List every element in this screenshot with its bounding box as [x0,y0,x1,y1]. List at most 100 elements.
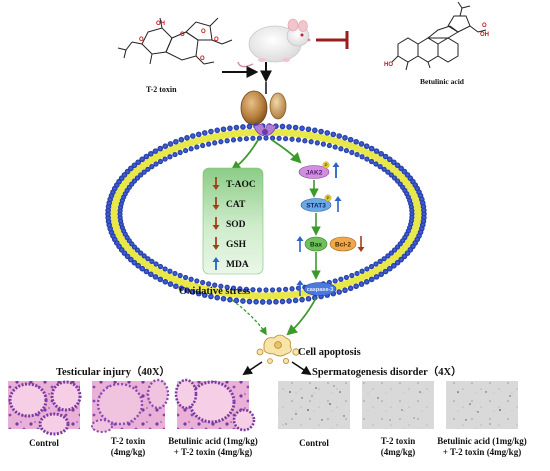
svg-text:OH: OH [480,32,489,38]
membrane-outer-bead [233,124,240,131]
membrane-outer-bead [421,207,427,214]
membrane-outer-bead [143,268,150,275]
membrane-inner-bead [364,266,370,272]
membrane-inner-bead [332,144,338,150]
arrow-caspase-apoptosis [286,297,317,336]
membrane-inner-bead [409,207,415,214]
membrane-inner-bead [167,154,173,160]
membrane-inner-bead [188,276,194,282]
membrane-inner-bead [162,156,168,162]
membrane-outer-bead [152,148,159,154]
membrane-inner-bead [149,164,155,170]
membrane-outer-bead [318,128,324,135]
membrane-outer-bead [246,298,253,305]
membrane-outer-bead [363,279,370,285]
membrane-outer-bead [195,131,202,138]
membrane-outer-bead [162,143,169,149]
membrane-inner-bead [289,286,295,292]
membrane-inner-bead [359,268,365,274]
membrane-outer-bead [178,136,185,143]
membrane-inner-bead [145,166,151,172]
sperm-panel-control [278,381,350,429]
membrane-outer-bead [157,145,164,152]
membrane-outer-bead [184,287,190,294]
oxidative-marker-label: CAT [226,200,246,210]
membrane-inner-bead [308,139,314,145]
caption-he-control: Control [29,438,59,448]
membrane-inner-bead [145,256,151,262]
caption-sperm-t2-line1: T-2 toxin [381,436,415,446]
membrane-inner-bead [157,158,164,165]
membrane-inner-bead [332,278,338,284]
membrane-outer-bead [358,141,365,147]
membrane-inner-bead [224,284,230,290]
membrane-inner-bead [224,138,230,144]
membrane-inner-bead [368,263,375,270]
arrow-to-jak2 [271,139,302,164]
apoptotic-cell-icon [256,334,300,364]
membrane-inner-bead [276,135,282,141]
membrane-inner-bead [194,144,200,150]
membrane-outer-bead [312,127,318,134]
oxidative-stress-label: Oxidative stress [179,286,250,297]
membrane-inner-bead [368,158,375,165]
membrane-outer-bead [378,271,384,278]
membrane-outer-bead [358,281,365,287]
membrane-outer-bead [292,297,299,304]
membrane-outer-bead [368,276,375,283]
membrane-inner-bead [269,287,276,293]
membrane-inner-bead [182,274,189,281]
membrane-outer-bead [299,125,305,132]
membrane-outer-bead [347,285,354,292]
membrane-inner-bead [194,278,200,284]
membrane-outer-bead [336,289,343,295]
membrane-inner-bead [177,149,183,156]
membrane-inner-bead [237,136,243,142]
caption-he-t2-line2: (4mg/kg) [111,447,146,457]
membrane-outer-bead [135,159,141,166]
membrane-outer-bead [208,293,214,300]
membrane-outer-bead [373,274,380,280]
svg-text:O: O [200,56,205,62]
sperm-panel-t2 [362,381,434,429]
svg-text:OH: OH [156,21,165,27]
betulinic-acid-label: Betulinic acid [420,77,465,86]
membrane-outer-bead [240,124,246,130]
betulinic-acid-structure [391,1,487,71]
membrane-receptor [253,123,277,137]
membrane-inner-bead [373,161,379,167]
membrane-inner-bead [256,287,263,293]
membrane-outer-bead [353,283,359,290]
sperm-panel-ba-t2 [446,381,518,429]
svg-text:P: P [326,196,329,201]
membrane-inner-bead [218,139,224,145]
he-panel-t2 [91,378,170,433]
arrow-to-spermatogenesis [291,361,312,376]
membrane-inner-bead [373,261,379,267]
arrow-to-oxidative [230,139,259,172]
membrane-outer-bead [162,279,169,285]
membrane-outer-bead [148,271,154,278]
membrane-inner-bead [289,136,295,142]
membrane-outer-bead [391,159,397,166]
membrane-inner-bead [250,135,256,141]
membrane-outer-bead [139,265,145,272]
down-arrow-icon [212,185,220,190]
membrane-inner-bead [326,142,332,149]
membrane-outer-bead [220,295,227,302]
membrane-inner-bead [250,287,256,293]
membrane-inner-bead [338,276,344,282]
oxidative-marker-label: SOD [226,220,246,230]
membrane-outer-bead [382,153,389,160]
membrane-inner-bead [343,147,350,154]
stat3-label: STAT3 [306,203,326,210]
oxidative-marker-cat: CAT [212,197,246,210]
svg-text:P: P [324,163,327,168]
membrane-inner-bead [141,169,147,175]
membrane-outer-bead [135,262,141,269]
membrane-outer-bead [391,262,397,269]
membrane-outer-bead [266,299,273,305]
svg-text:HO: HO [384,62,393,68]
membrane-inner-bead [230,137,237,143]
